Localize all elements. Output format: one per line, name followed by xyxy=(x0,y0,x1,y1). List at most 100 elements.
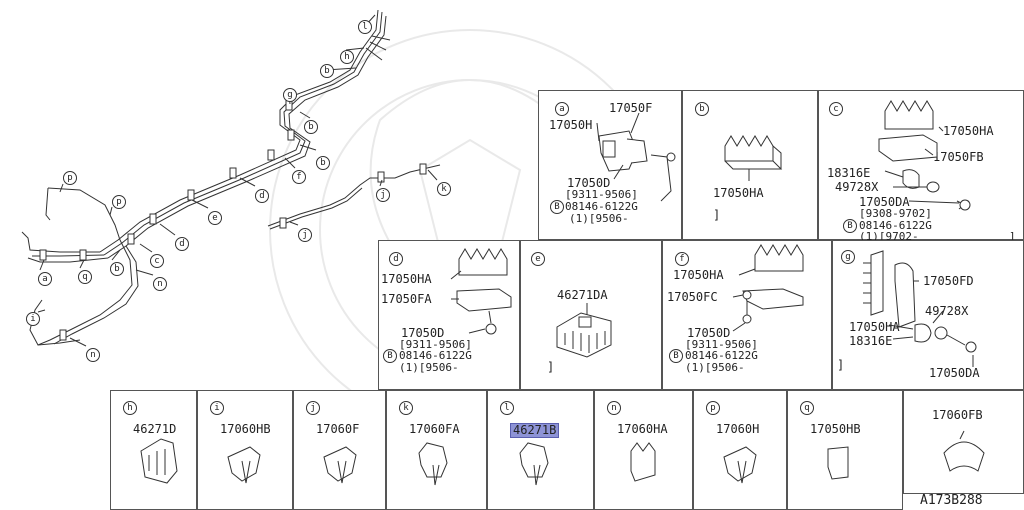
panel-d: d 17050HA 17050FA 17050D [9311-9506] B 0… xyxy=(378,240,520,390)
bottom-panel-circle: l xyxy=(500,401,514,415)
bottom-panel-circle: i xyxy=(210,401,224,415)
overview-callout-d[interactable]: d xyxy=(175,237,189,251)
overview-callout-b[interactable]: b xyxy=(320,64,334,78)
bottom-panel-part-label[interactable]: 46271B xyxy=(510,423,560,438)
panel-f-range2: (1)[9506- xyxy=(685,361,745,374)
bottom-panel-drawing xyxy=(827,446,849,480)
overview-callout-e[interactable]: e xyxy=(208,211,222,225)
bottom-panel-drawing xyxy=(227,446,261,484)
overview-callout-c[interactable]: c xyxy=(150,254,164,268)
bottom-panel-part-label[interactable]: 17060H xyxy=(716,422,760,436)
panel-d-circle: d xyxy=(389,252,403,266)
bottom-panel-i: i 17060HB xyxy=(197,390,293,510)
panel-g-part-da[interactable]: 17050DA xyxy=(929,366,980,380)
panel-f-part-fc[interactable]: 17050FC xyxy=(667,290,718,304)
bottom-panel-drawing xyxy=(630,442,656,482)
overview-callout-k[interactable]: k xyxy=(437,182,451,196)
clip-part-shape xyxy=(519,442,549,486)
overview-callout-h[interactable]: h xyxy=(340,50,354,64)
overview-callout-p[interactable]: p xyxy=(112,195,126,209)
panel-a-part-bottom[interactable]: 17050D xyxy=(567,176,611,190)
clip-part-shape xyxy=(418,442,448,486)
overview-callout-q[interactable]: q xyxy=(78,270,92,284)
panel-c-part-x[interactable]: 49728X xyxy=(835,180,879,194)
panel-d-range2: (1)[9506- xyxy=(399,361,459,374)
bottom-panel-part-label[interactable]: 17060HA xyxy=(617,422,668,436)
overview-callout-a[interactable]: a xyxy=(38,272,52,286)
panel-e-part[interactable]: 46271DA xyxy=(557,288,608,302)
panel-c-range1: [9308-9702] xyxy=(859,207,932,220)
overview-callout-f[interactable]: f xyxy=(292,170,306,184)
panel-a-part-left[interactable]: 17050H xyxy=(549,118,593,132)
panel-d-part-top[interactable]: 17050HA xyxy=(381,272,432,286)
panel-b-part[interactable]: 17050HA xyxy=(713,186,764,200)
bottom-panel-n: n 17060HA xyxy=(594,390,693,510)
panel-c-bolt[interactable]: 08146-6122G xyxy=(859,219,932,232)
panel-c-circle: c xyxy=(829,102,843,116)
panel-a: a 17050F 17050H 17050D [9311-9506] B 081… xyxy=(538,90,682,240)
bottom-panel-q: q 17050HB xyxy=(787,390,903,510)
bottom-panel-part-label[interactable]: 17060FB xyxy=(932,408,983,422)
overview-callout-b[interactable]: b xyxy=(316,156,330,170)
bottom-panel-circle: q xyxy=(800,401,814,415)
panel-f-circle: f xyxy=(675,252,689,266)
bottom-panel-part-label[interactable]: 17060FA xyxy=(409,422,460,436)
overview-callout-d[interactable]: d xyxy=(255,189,269,203)
clip-part-shape xyxy=(140,438,178,484)
panel-e: e 46271DA ] xyxy=(520,240,662,390)
panel-d-bolt-marker: B xyxy=(383,349,397,363)
panel-c-part-e[interactable]: 18316E xyxy=(827,166,871,180)
bottom-panel-p: p 17060H xyxy=(693,390,787,510)
bottom-panel-circle: n xyxy=(607,401,621,415)
bottom-panel-circle: p xyxy=(706,401,720,415)
panel-c-bolt-marker: B xyxy=(843,219,857,233)
overview-callout-j[interactable]: j xyxy=(376,188,390,202)
panel-c-part-top[interactable]: 17050HA xyxy=(943,124,994,138)
panel-f-bolt-marker: B xyxy=(669,349,683,363)
panel-g-part-x[interactable]: 49728X xyxy=(925,304,969,318)
panel-b-circle: b xyxy=(695,102,709,116)
bottom-panel-part-label[interactable]: 17060F xyxy=(316,422,360,436)
panel-d-bolt[interactable]: 08146-6122G xyxy=(399,349,472,362)
overview-callout-j[interactable]: j xyxy=(298,228,312,242)
panel-a-part-top[interactable]: 17050F xyxy=(609,101,653,115)
bottom-panel-part-label[interactable]: 17060HB xyxy=(220,422,271,436)
panel-f-bolt[interactable]: 08146-6122G xyxy=(685,349,758,362)
panel-g-part-e[interactable]: 18316E xyxy=(849,334,893,348)
panel-e-bracket: ] xyxy=(547,360,555,374)
panel-a-bolt-marker: B xyxy=(550,200,564,214)
panel-d-part-bottom[interactable]: 17050D xyxy=(401,326,445,340)
bottom-panel-h: h 46271D xyxy=(110,390,197,510)
overview-callout-i[interactable]: i xyxy=(26,312,40,326)
panel-b-drawing xyxy=(724,135,783,181)
overview-callout-g[interactable]: g xyxy=(283,88,297,102)
panel-g-part-ha[interactable]: 17050HA xyxy=(849,320,900,334)
panel-g-circle: g xyxy=(841,250,855,264)
bottom-panel-drawing xyxy=(943,430,985,472)
bottom-panel-part-label[interactable]: 17050HB xyxy=(810,422,861,436)
panel-g-bracket: ] xyxy=(837,358,845,372)
panel-g-drawing xyxy=(863,250,977,367)
panel-g-part-fd[interactable]: 17050FD xyxy=(923,274,974,288)
panel-f-part-top[interactable]: 17050HA xyxy=(673,268,724,282)
panel-f-part-bottom[interactable]: 17050D xyxy=(687,326,731,340)
overview-callout-l[interactable]: l xyxy=(358,20,372,34)
overview-callout-b[interactable]: b xyxy=(110,262,124,276)
clip-part-shape xyxy=(227,446,261,484)
overview-callout-n[interactable]: n xyxy=(86,348,100,362)
bottom-panel-drawing xyxy=(418,442,448,486)
overview-callout-b[interactable]: b xyxy=(304,120,318,134)
overview-callout-n[interactable]: n xyxy=(153,277,167,291)
bottom-panel-part-label[interactable]: 46271D xyxy=(133,422,177,436)
bottom-panel-circle: h xyxy=(123,401,137,415)
panel-c-part-fb[interactable]: 17050FB xyxy=(933,150,984,164)
bottom-panel-unlabeled: 17060FB xyxy=(903,390,1024,494)
overview-callout-p[interactable]: p xyxy=(63,171,77,185)
panel-c-part-da[interactable]: 17050DA xyxy=(859,195,910,209)
panel-a-circle: a xyxy=(555,102,569,116)
panel-a-bolt[interactable]: 08146-6122G xyxy=(565,200,638,213)
panel-d-part-fa[interactable]: 17050FA xyxy=(381,292,432,306)
clip-part-shape xyxy=(943,430,985,472)
